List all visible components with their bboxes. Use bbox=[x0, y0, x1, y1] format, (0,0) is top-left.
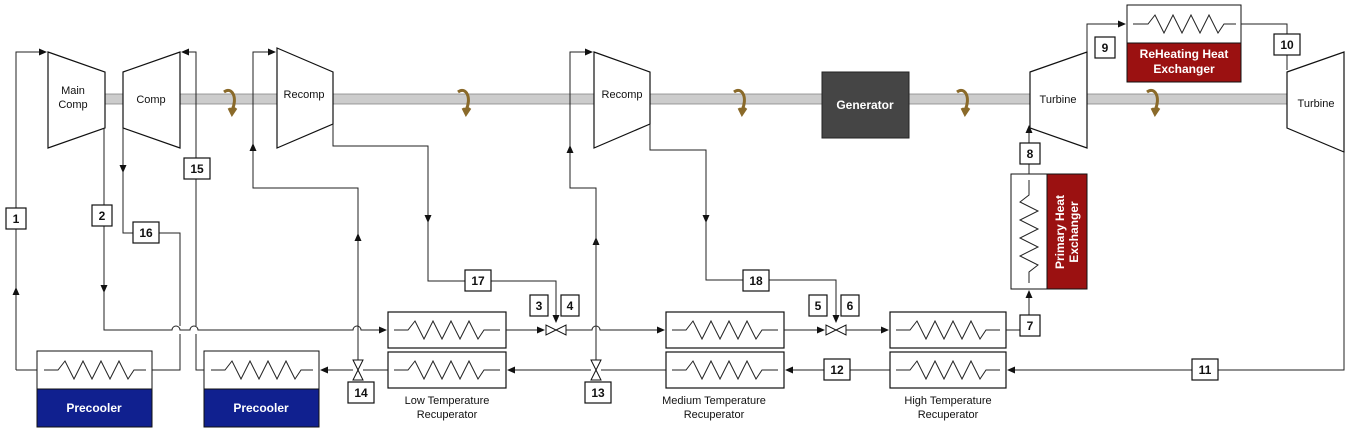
recomp1-label: Recomp bbox=[284, 89, 325, 101]
svg-text:9: 9 bbox=[1102, 41, 1109, 55]
rotation-arrow-icon bbox=[956, 89, 971, 117]
svg-text:16: 16 bbox=[139, 226, 153, 240]
mtr-label-1: Medium Temperature bbox=[662, 395, 766, 407]
coil-icon bbox=[672, 319, 778, 341]
state-point-16: 16 bbox=[132, 221, 160, 244]
medium-temperature-recuperator bbox=[665, 311, 785, 389]
coil-icon bbox=[394, 319, 500, 341]
state-point-6: 6 bbox=[840, 294, 860, 317]
state-point-15: 15 bbox=[183, 157, 211, 180]
state-point-11: 11 bbox=[1191, 358, 1219, 381]
ltr-label-1: Low Temperature bbox=[405, 395, 490, 407]
state-point-14: 14 bbox=[347, 381, 375, 404]
valve-icon bbox=[590, 359, 602, 381]
state-point-9: 9 bbox=[1094, 36, 1116, 59]
main-comp-label-1: Main bbox=[61, 85, 85, 97]
rotation-arrow-icon bbox=[223, 89, 238, 117]
state-point-18: 18 bbox=[742, 269, 770, 292]
state-point-7: 7 bbox=[1019, 314, 1041, 337]
main-compressor bbox=[47, 51, 106, 149]
svg-text:13: 13 bbox=[591, 386, 605, 400]
state-point-8: 8 bbox=[1019, 142, 1041, 165]
coil-icon bbox=[394, 359, 500, 381]
precooler1-label: Precooler bbox=[66, 401, 122, 415]
coil-icon bbox=[896, 319, 1000, 341]
state-point-10: 10 bbox=[1273, 33, 1301, 56]
reheating-hx-label-1: ReHeating Heat bbox=[1140, 47, 1229, 61]
coil-icon bbox=[896, 359, 1000, 381]
coil-icon bbox=[211, 359, 313, 381]
reheating-hx-label-2: Exchanger bbox=[1153, 62, 1215, 76]
compressor bbox=[122, 51, 181, 149]
coil-icon bbox=[1133, 13, 1236, 35]
recomp2-label: Recomp bbox=[602, 89, 643, 101]
svg-text:8: 8 bbox=[1027, 147, 1034, 161]
generator-label: Generator bbox=[836, 98, 894, 112]
htr-label-2: Recuperator bbox=[918, 409, 979, 421]
svg-text:7: 7 bbox=[1027, 319, 1034, 333]
turbine-1 bbox=[1029, 51, 1088, 149]
svg-text:11: 11 bbox=[1199, 363, 1212, 377]
svg-text:15: 15 bbox=[190, 162, 204, 176]
svg-text:2: 2 bbox=[99, 209, 106, 223]
state-point-4: 4 bbox=[560, 294, 580, 317]
precooler2-label: Precooler bbox=[233, 401, 289, 415]
svg-text:1: 1 bbox=[13, 212, 20, 226]
state-point-5: 5 bbox=[808, 294, 828, 317]
coil-icon bbox=[1018, 180, 1040, 283]
svg-text:17: 17 bbox=[471, 274, 485, 288]
rotation-arrow-icon bbox=[1146, 89, 1161, 117]
state-point-2: 2 bbox=[91, 204, 113, 227]
state-point-3: 3 bbox=[529, 294, 549, 317]
state-point-13: 13 bbox=[584, 381, 612, 404]
rotation-arrow-icon bbox=[457, 89, 472, 117]
svg-text:10: 10 bbox=[1280, 38, 1294, 52]
state-point-12: 12 bbox=[823, 358, 851, 381]
valve-icon bbox=[825, 324, 847, 336]
mtr-label-2: Recuperator bbox=[684, 409, 745, 421]
comp-label: Comp bbox=[136, 94, 165, 106]
low-temperature-recuperator bbox=[387, 311, 507, 389]
coil-icon bbox=[44, 359, 146, 381]
main-comp-label-2: Comp bbox=[58, 99, 87, 111]
primary-hx-label-1: Primary Heat bbox=[1053, 195, 1067, 269]
svg-text:4: 4 bbox=[567, 299, 574, 313]
coil-icon bbox=[672, 359, 778, 381]
svg-text:3: 3 bbox=[536, 299, 543, 313]
valve-icon bbox=[352, 359, 364, 381]
svg-text:6: 6 bbox=[847, 299, 854, 313]
valve-icon bbox=[545, 324, 567, 336]
turbine1-label: Turbine bbox=[1040, 94, 1077, 106]
ltr-label-2: Recuperator bbox=[417, 409, 478, 421]
generator bbox=[821, 71, 910, 139]
high-temperature-recuperator bbox=[889, 311, 1007, 389]
htr-label-1: High Temperature bbox=[904, 395, 991, 407]
primary-hx-label-2: Exchanger bbox=[1067, 201, 1081, 263]
svg-text:12: 12 bbox=[830, 363, 844, 377]
svg-text:18: 18 bbox=[749, 274, 763, 288]
state-point-1: 1 bbox=[5, 207, 27, 230]
svg-text:14: 14 bbox=[354, 386, 368, 400]
svg-text:5: 5 bbox=[815, 299, 822, 313]
state-point-17: 17 bbox=[464, 269, 492, 292]
turbine2-label: Turbine bbox=[1298, 98, 1335, 110]
rotation-arrow-icon bbox=[733, 89, 748, 117]
